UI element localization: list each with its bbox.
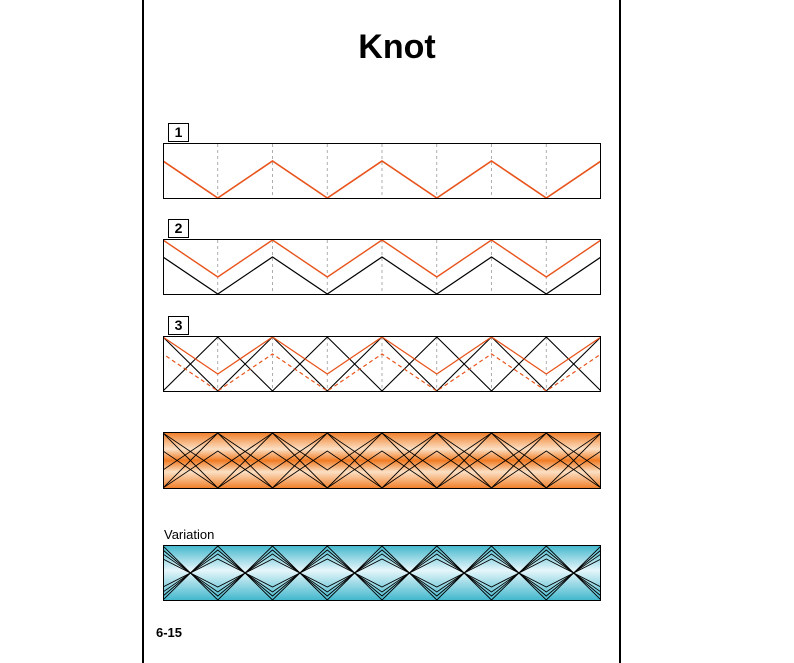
pattern-line [163, 432, 601, 471]
step-1-orange-zigzag [163, 160, 601, 199]
pattern-line [163, 553, 601, 593]
step-1-label: 1 [168, 123, 189, 142]
pattern-line [163, 549, 601, 597]
step-2-guides [217, 240, 547, 294]
pattern-line [163, 553, 601, 593]
step-3-frame [163, 336, 601, 392]
step-2-label: 2 [168, 219, 189, 238]
step-3-label: 3 [168, 316, 189, 335]
step-1-frame [163, 143, 601, 199]
variation-strip-fill [163, 545, 601, 601]
step-2-strip [163, 239, 601, 295]
pattern-line [163, 558, 601, 588]
orange-strip-fill [163, 432, 601, 489]
variation-label: Variation [164, 527, 215, 542]
step-3-strip [163, 336, 601, 392]
variation-strip-frame [163, 545, 601, 601]
page-number: 6-15 [156, 625, 183, 640]
step-1-guides [217, 144, 547, 198]
page-title: Knot [358, 28, 436, 66]
step-3-orange-dashed-zigzag [163, 353, 601, 392]
step-2-black-zigzag [163, 256, 601, 295]
pattern-line [163, 558, 601, 588]
orange-strip-frame [163, 432, 601, 489]
pattern-line [163, 549, 601, 597]
step-1-strip [163, 143, 601, 199]
step-3-guides [217, 337, 547, 391]
orange-finished-strip [163, 432, 601, 489]
step-2-frame [163, 239, 601, 295]
pattern-line [163, 450, 601, 489]
variation-strip [163, 545, 601, 601]
